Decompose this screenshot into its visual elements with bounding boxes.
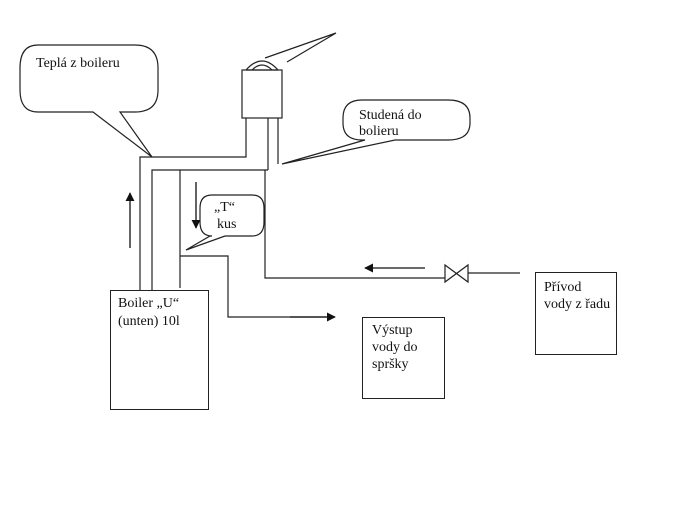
mains-supply-label-2: vody z řadu: [544, 297, 611, 312]
callout-tpiece-text-1: „T“: [214, 200, 235, 215]
faucet-icon: [241, 32, 337, 119]
callout-hot-bubble: [19, 44, 159, 158]
callout-hot-text: Teplá z boileru: [36, 56, 120, 71]
mains-supply-box: [535, 272, 617, 355]
shower-outlet-label-2: vody do: [372, 340, 418, 355]
boiler-label-1: Boiler „U“: [118, 296, 180, 311]
shower-outlet-label-3: spršky: [372, 357, 409, 372]
boiler-label-2: (unten) 10l: [118, 314, 180, 329]
shower-outlet-label-1: Výstup: [372, 323, 413, 338]
callout-tpiece-bubble: [185, 194, 265, 251]
mains-supply-label-1: Přívod: [544, 280, 582, 295]
callout-cold-bubble: [281, 99, 471, 165]
boiler-box: [110, 290, 209, 410]
callout-cold-text-1: Studená do: [359, 108, 422, 123]
valve-icon: [444, 263, 469, 284]
shower-outlet-box: [362, 317, 445, 399]
flow-arrows: [125, 182, 425, 322]
callout-cold-text-2: bolieru: [359, 124, 399, 139]
callout-tpiece-text-2: kus: [217, 217, 237, 232]
pipes: [139, 118, 520, 318]
